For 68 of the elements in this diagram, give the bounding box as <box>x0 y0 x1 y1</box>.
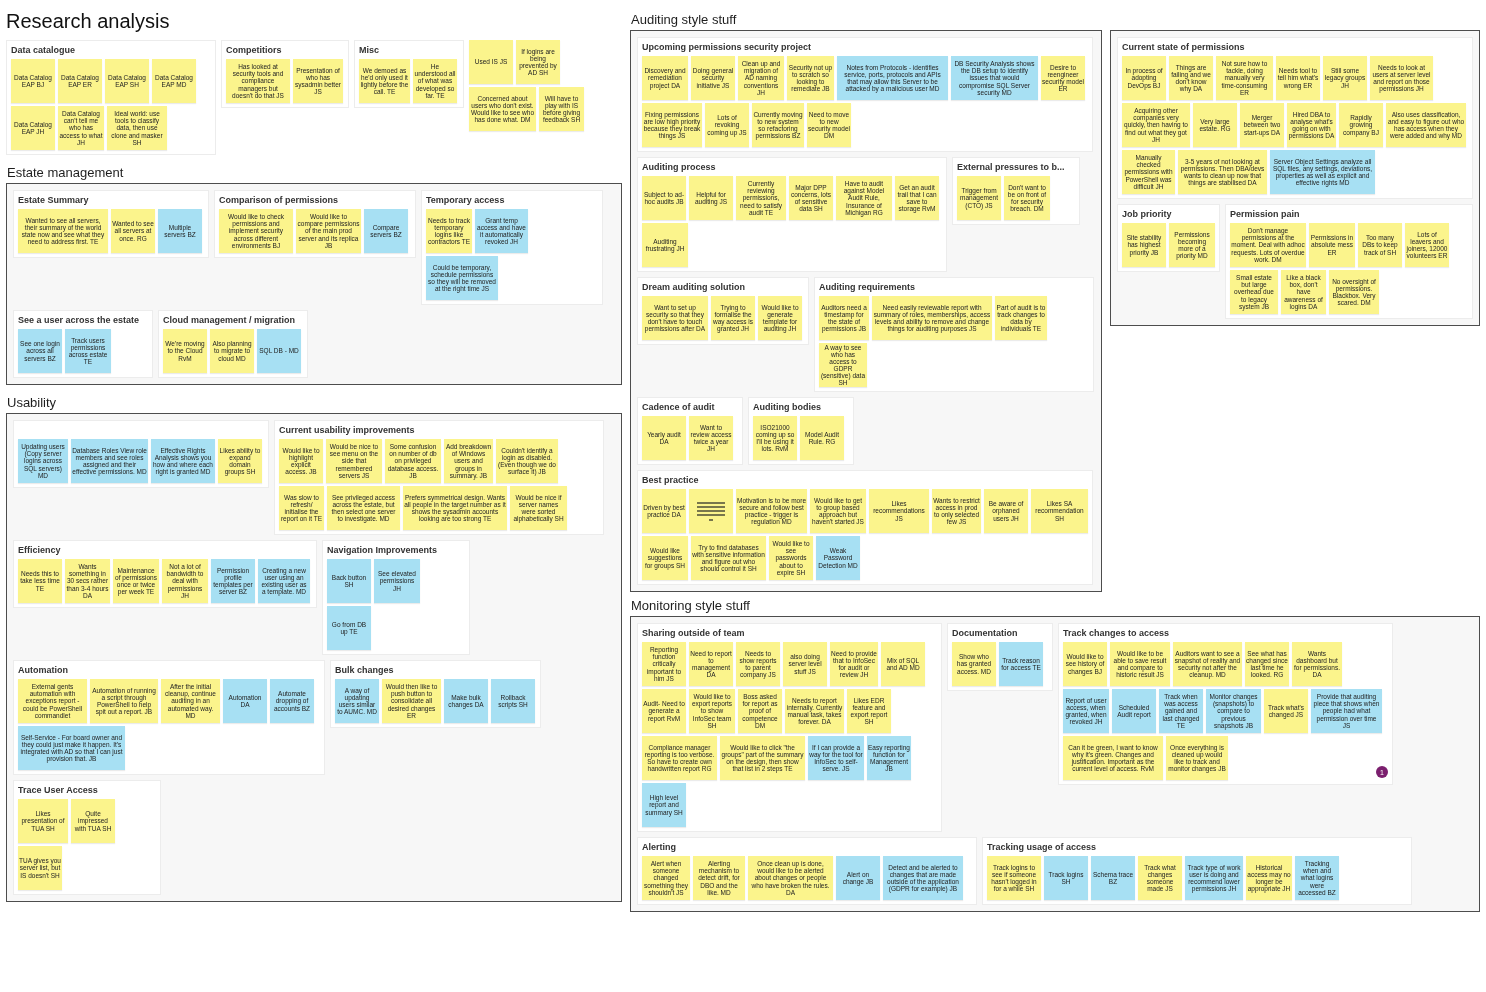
group-title: External pressures to b... <box>957 161 1066 173</box>
group-title: Permission pain <box>1230 208 1301 220</box>
group-card <box>1117 37 1473 199</box>
group-title: Bulk changes <box>335 664 395 676</box>
group-title: Job priority <box>1122 208 1173 220</box>
group-card <box>637 837 977 905</box>
group-card <box>637 37 1093 152</box>
group-card <box>947 623 1053 691</box>
group-title: Dream auditing solution <box>642 281 746 293</box>
page-title: Research analysis <box>6 9 171 34</box>
group-title: Comparison of permissions <box>219 194 340 206</box>
group-card <box>637 470 1093 585</box>
group-title: Tracking usage of access <box>987 841 1098 853</box>
group-title: Estate Summary <box>18 194 90 206</box>
group-title: Current state of permissions <box>1122 41 1246 53</box>
section-heading: Auditing style stuff <box>631 11 737 29</box>
section-heading: Estate management <box>7 164 124 182</box>
group-title: Efficiency <box>18 544 62 556</box>
group-card <box>637 397 743 465</box>
group-card <box>158 310 308 378</box>
group-card <box>330 660 541 728</box>
group-title: Documentation <box>952 627 1019 639</box>
group-card <box>1225 204 1473 319</box>
group-title: Sharing outside of team <box>642 627 746 639</box>
group-card <box>13 780 161 895</box>
group-card <box>6 40 216 155</box>
group-title: See a user across the estate <box>18 314 141 326</box>
group-card <box>637 157 947 272</box>
group-title: Track changes to access <box>1063 627 1171 639</box>
group-title: Auditing bodies <box>753 401 822 413</box>
group-card <box>637 623 942 832</box>
group-card <box>13 540 317 608</box>
section-heading: Usability <box>7 394 57 412</box>
group-card <box>13 310 153 378</box>
group-title: Current usability improvements <box>279 424 416 436</box>
group-card <box>421 190 603 305</box>
group-card <box>221 40 349 108</box>
group-title: Navigation Improvements <box>327 544 439 556</box>
group-card <box>214 190 416 258</box>
group-title: Best practice <box>642 474 700 486</box>
group-title: Data catalogue <box>11 44 77 56</box>
group-card <box>1058 623 1393 785</box>
group-title: Auditing requirements <box>819 281 916 293</box>
group-title: Trace User Access <box>18 784 99 796</box>
section-heading: Monitoring style stuff <box>631 597 750 615</box>
group-card <box>13 420 269 488</box>
group-card <box>13 660 325 775</box>
group-title: Automation <box>18 664 69 676</box>
group-card <box>814 277 1094 392</box>
group-title: Temporary access <box>426 194 506 206</box>
group-card <box>274 420 604 535</box>
group-card <box>748 397 854 465</box>
sticky-note <box>689 489 733 533</box>
group-title: Alerting <box>642 841 677 853</box>
group-card <box>13 190 209 258</box>
group-card <box>354 40 464 108</box>
section-frame <box>1110 30 1480 326</box>
group-card <box>637 277 809 345</box>
group-title: Misc <box>359 44 380 56</box>
group-title: Cadence of audit <box>642 401 716 413</box>
group-card <box>1117 204 1220 272</box>
group-title: Cloud management / migration <box>163 314 296 326</box>
group-title: Competitiors <box>226 44 283 56</box>
group-card <box>952 157 1080 225</box>
group-title: Upcoming permissions security project <box>642 41 813 53</box>
group-card <box>322 540 470 655</box>
group-card <box>982 837 1412 905</box>
group-title: Auditing process <box>642 161 717 173</box>
